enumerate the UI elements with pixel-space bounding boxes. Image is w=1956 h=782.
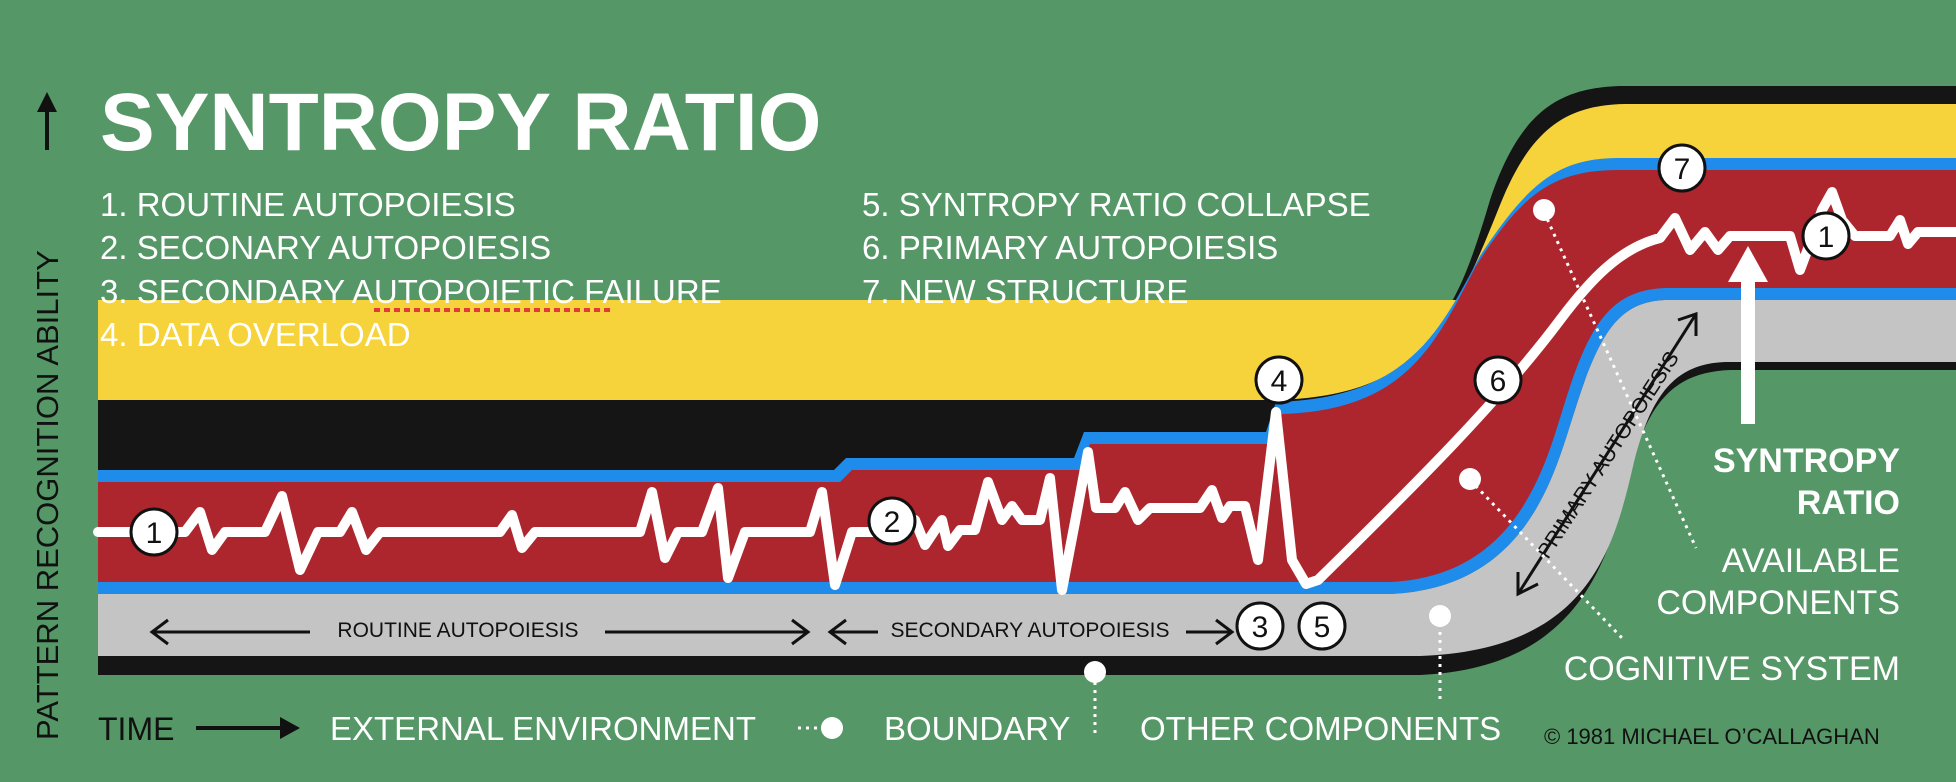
svg-text:6: 6: [1490, 365, 1507, 398]
svg-text:5: 5: [1314, 611, 1331, 644]
svg-text:4: 4: [1271, 365, 1288, 398]
cognitive-system-label: COGNITIVE SYSTEM: [1564, 650, 1900, 688]
marker-1-routine: 1: [129, 507, 179, 557]
boundary-label: BOUNDARY: [884, 710, 1070, 747]
other-components-band: [98, 300, 1956, 656]
legend-item: 4. DATA OVERLOAD: [100, 316, 411, 353]
copyright-label: © 1981 MICHAEL O’CALLAGHAN: [1544, 724, 1880, 749]
secondary-span-label: SECONDARY AUTOPOIESIS: [891, 619, 1170, 642]
legend-item: 1. ROUTINE AUTOPOIESIS: [100, 186, 516, 223]
marker-3-failure: 3: [1235, 601, 1285, 651]
svg-text:3: 3: [1252, 611, 1269, 644]
available-components-label-line1: AVAILABLE: [1722, 542, 1900, 580]
svg-text:1: 1: [146, 517, 163, 550]
page-title: SYNTROPY RATIO: [100, 77, 821, 168]
cognitive-system-band: [98, 170, 1956, 582]
external-environment-label: EXTERNAL ENVIRONMENT: [330, 710, 756, 747]
syntropy-signal-line: [93, 187, 1956, 595]
marker-7-new-structure: 7: [1657, 143, 1707, 193]
marker-6-primary: 6: [1473, 355, 1523, 405]
marker-1-new: 1: [1801, 211, 1851, 261]
routine-span-label: ROUTINE AUTOPOIESIS: [337, 619, 578, 642]
legend-item: 7. NEW STRUCTURE: [862, 273, 1188, 310]
available-components-band: [98, 104, 1956, 400]
marker-2-secondary: 2: [867, 496, 917, 546]
marker-4-overload: 4: [1254, 355, 1304, 405]
secondary-span-arrow: [827, 618, 1235, 646]
available-components-label-line2: COMPONENTS: [1656, 584, 1900, 622]
syntropy-ratio-arrow: [1728, 246, 1768, 424]
svg-text:2: 2: [884, 506, 901, 539]
legend-item: 3. SECONDARY AUTOPOIETIC FAILURE: [100, 273, 722, 310]
legend-left: 1. ROUTINE AUTOPOIESIS 2. SECONARY AUTOP…: [100, 186, 722, 353]
svg-text:7: 7: [1674, 153, 1691, 186]
y-axis-arrow: [37, 92, 57, 150]
y-axis-label: PATTERN RECOGNITION ABILITY: [30, 250, 65, 740]
svg-text:1: 1: [1818, 221, 1835, 254]
other-components-label: OTHER COMPONENTS: [1140, 710, 1501, 747]
primary-autopoiesis-arrow: [1516, 311, 1698, 597]
syntropy-ratio-label-line2: RATIO: [1797, 484, 1900, 522]
routine-span-arrow: [149, 618, 811, 646]
callout-dots: [821, 199, 1555, 739]
syntropy-ratio-label-line1: SYNTROPY: [1713, 442, 1900, 480]
marker-5-collapse: 5: [1297, 601, 1347, 651]
x-axis-label: TIME: [98, 711, 174, 747]
legend-right: 5. SYNTROPY RATIO COLLAPSE 6. PRIMARY AU…: [862, 186, 1371, 310]
callout-leaders: [798, 211, 1698, 738]
legend-item: 6. PRIMARY AUTOPOIESIS: [862, 229, 1278, 266]
x-axis-arrow: [196, 717, 300, 739]
legend-item: 2. SECONARY AUTOPOIESIS: [100, 229, 551, 266]
legend-item: 5. SYNTROPY RATIO COLLAPSE: [862, 186, 1371, 223]
